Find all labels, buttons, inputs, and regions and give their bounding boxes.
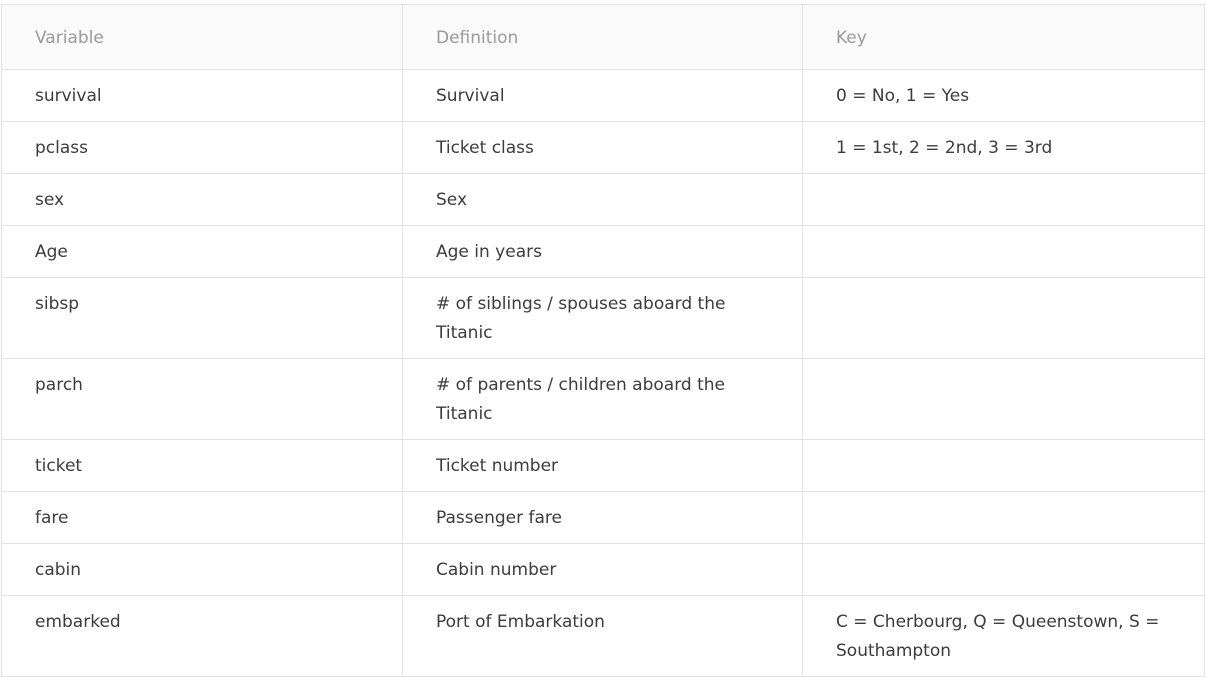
definition-cell: # of parents / children aboard the Titan… [402,358,803,440]
variable-cell: cabin [1,543,403,596]
key-cell [802,543,1205,596]
key-cell [802,173,1205,226]
key-cell: C = Cherbourg, Q = Queenstown, S = South… [802,595,1205,677]
definition-cell: Ticket class [402,121,803,174]
table-row: embarked Port of Embarkation C = Cherbou… [1,595,1205,677]
variable-cell: Age [1,225,403,278]
definition-cell: Port of Embarkation [402,595,803,677]
definition-cell: Ticket number [402,439,803,492]
table-row: Age Age in years [1,225,1205,278]
column-header-definition: Definition [402,4,803,70]
key-cell: 0 = No, 1 = Yes [802,69,1205,122]
table-row: parch # of parents / children aboard the… [1,358,1205,440]
variable-cell: pclass [1,121,403,174]
column-header-variable: Variable [1,4,403,70]
variable-cell: survival [1,69,403,122]
definition-cell: Cabin number [402,543,803,596]
table-row: sex Sex [1,173,1205,226]
column-header-key: Key [802,4,1205,70]
table-header-row: Variable Definition Key [1,4,1205,70]
definition-cell: Age in years [402,225,803,278]
key-cell [802,358,1205,440]
table-row: sibsp # of siblings / spouses aboard the… [1,277,1205,359]
definition-cell: # of siblings / spouses aboard the Titan… [402,277,803,359]
table-row: pclass Ticket class 1 = 1st, 2 = 2nd, 3 … [1,121,1205,174]
variable-cell: parch [1,358,403,440]
key-cell [802,439,1205,492]
table-row: survival Survival 0 = No, 1 = Yes [1,69,1205,122]
variable-cell: fare [1,491,403,544]
variable-cell: ticket [1,439,403,492]
definition-cell: Passenger fare [402,491,803,544]
key-cell [802,277,1205,359]
key-cell [802,491,1205,544]
variable-cell: embarked [1,595,403,677]
table-row: cabin Cabin number [1,543,1205,596]
key-cell: 1 = 1st, 2 = 2nd, 3 = 3rd [802,121,1205,174]
table-row: fare Passenger fare [1,491,1205,544]
variable-cell: sibsp [1,277,403,359]
definition-cell: Sex [402,173,803,226]
variable-cell: sex [1,173,403,226]
data-dictionary-table: Variable Definition Key survival Surviva… [1,4,1205,677]
table-row: ticket Ticket number [1,439,1205,492]
definition-cell: Survival [402,69,803,122]
key-cell [802,225,1205,278]
data-dictionary-table-container: Variable Definition Key survival Surviva… [1,4,1205,677]
